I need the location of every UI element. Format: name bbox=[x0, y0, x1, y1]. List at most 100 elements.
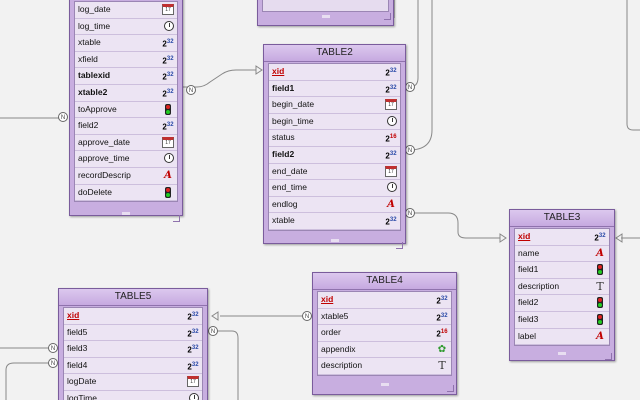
string-type-icon: A bbox=[596, 247, 604, 259]
connector-label: N bbox=[61, 115, 65, 121]
connector-label: N bbox=[305, 314, 309, 320]
table-row[interactable]: field2 bbox=[515, 295, 609, 312]
connector-marker: N bbox=[405, 208, 415, 218]
int32-type-icon: 232 bbox=[187, 361, 199, 372]
time-type-icon bbox=[387, 115, 397, 126]
field-name: xfield bbox=[78, 53, 98, 64]
table-row[interactable]: approve_date 17 bbox=[75, 134, 177, 152]
field-name: field2 bbox=[518, 297, 539, 308]
bool-type-icon bbox=[597, 313, 603, 325]
bool-type-icon bbox=[165, 103, 171, 115]
date-type-icon: 17 bbox=[385, 165, 397, 177]
connector-marker: N bbox=[405, 145, 415, 155]
table3-title[interactable]: TABLE3 bbox=[510, 210, 614, 227]
table2-title[interactable]: TABLE2 bbox=[264, 45, 405, 62]
table-row[interactable]: doDelete bbox=[75, 184, 177, 202]
field-name: recordDescrip bbox=[78, 169, 131, 180]
field-name: end_time bbox=[272, 182, 307, 193]
table-row[interactable]: log_time bbox=[75, 18, 177, 36]
table-row[interactable]: xtable 232 bbox=[269, 213, 400, 230]
time-type-icon bbox=[189, 392, 199, 400]
crowfoot-table3-right bbox=[615, 233, 623, 243]
field-name: xtable2 bbox=[78, 86, 108, 97]
table-row[interactable]: field4 232 bbox=[64, 357, 202, 375]
field-name: xid bbox=[518, 231, 531, 241]
int32-type-icon: 232 bbox=[436, 312, 448, 323]
field-name: status bbox=[272, 132, 295, 143]
bool-type-icon bbox=[597, 264, 603, 276]
table-row[interactable]: end_time bbox=[269, 180, 400, 197]
field-name: xtable bbox=[272, 215, 295, 226]
date-type-icon: 17 bbox=[162, 136, 174, 148]
connector-label: N bbox=[189, 88, 193, 94]
string-type-icon: A bbox=[596, 330, 604, 342]
table-partial-top[interactable] bbox=[257, 0, 394, 26]
table4-title[interactable]: TABLE4 bbox=[313, 273, 456, 290]
field-name: logTime bbox=[67, 392, 97, 400]
table-row[interactable]: label A bbox=[515, 328, 609, 346]
int32-type-icon: 232 bbox=[385, 150, 397, 161]
field-name: label bbox=[518, 330, 536, 341]
field-name: field2 bbox=[78, 120, 99, 131]
field-name: toApprove bbox=[78, 103, 117, 114]
int32-type-icon: 232 bbox=[187, 345, 199, 355]
int32-type-icon: 232 bbox=[385, 217, 397, 227]
table-row[interactable]: log_date 17 bbox=[75, 2, 177, 19]
int16-type-icon: 216 bbox=[385, 134, 397, 145]
connector-marker: N bbox=[208, 326, 218, 336]
table-row[interactable]: begin_time bbox=[269, 113, 400, 131]
table-row[interactable]: field3 bbox=[515, 311, 609, 329]
table-row[interactable]: approve_time bbox=[75, 151, 177, 168]
table5-title[interactable]: TABLE5 bbox=[59, 289, 207, 306]
field-name: approve_time bbox=[78, 153, 130, 164]
string-type-icon: A bbox=[387, 198, 395, 210]
field-name: xid bbox=[272, 66, 285, 76]
date-type-icon: 17 bbox=[162, 4, 174, 15]
table-row[interactable]: logTime bbox=[64, 390, 202, 400]
table-row[interactable]: status 216 bbox=[269, 130, 400, 147]
link-table5-down bbox=[212, 330, 239, 400]
table-row[interactable]: field1 bbox=[515, 262, 609, 279]
table-row[interactable]: appendix✿ bbox=[318, 341, 451, 359]
field-name: log_date bbox=[78, 4, 111, 14]
field-name: appendix bbox=[321, 343, 356, 354]
connector-label: N bbox=[211, 329, 215, 335]
text-type-icon: T bbox=[438, 359, 446, 373]
link-table2-table3 bbox=[404, 212, 500, 239]
field-name: field4 bbox=[67, 359, 88, 370]
date-type-icon: 17 bbox=[385, 99, 397, 111]
int32-type-icon: 232 bbox=[187, 328, 199, 339]
field-name: approve_date bbox=[78, 136, 130, 147]
time-type-icon bbox=[164, 153, 174, 164]
table-row[interactable]: toApprove bbox=[75, 101, 177, 119]
